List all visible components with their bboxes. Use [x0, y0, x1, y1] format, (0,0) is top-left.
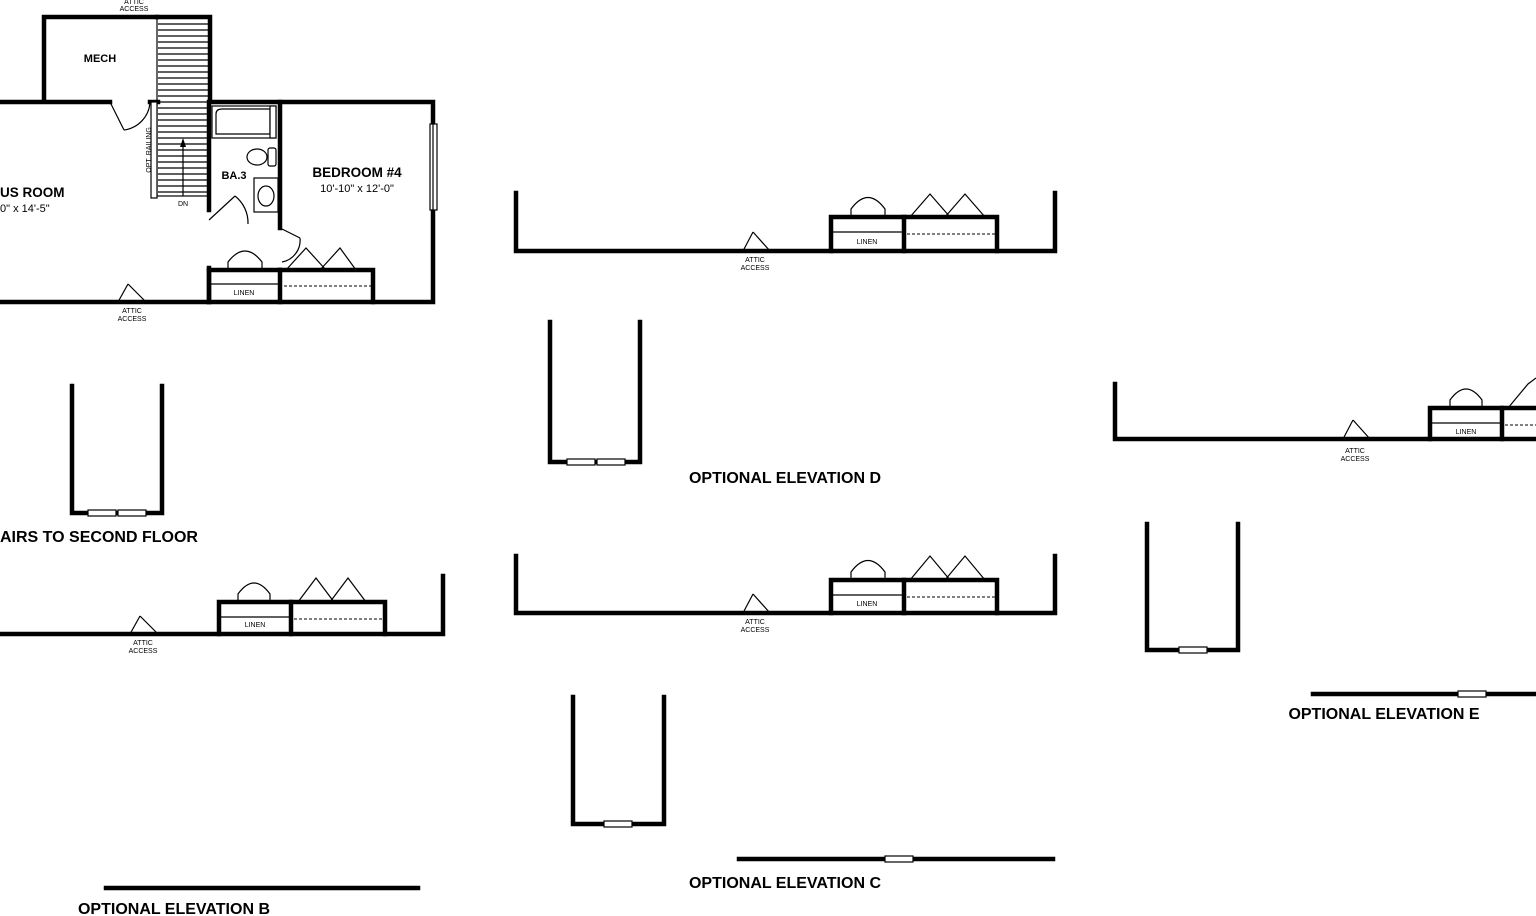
- linen-label: LINEN: [857, 239, 878, 246]
- main-floor-plan: [0, 14, 438, 305]
- stairs-title: AIRS TO SECOND FLOOR: [0, 529, 198, 546]
- toilet-icon: [246, 147, 277, 167]
- elevation-e-plan: [1112, 377, 1536, 698]
- attic-label: ATTIC: [133, 640, 153, 647]
- attic-access-icon: [129, 615, 159, 635]
- access-label: ACCESS: [118, 316, 147, 323]
- bathtub-icon: [211, 105, 277, 139]
- linen-label: LINEN: [234, 290, 255, 297]
- attic-label: ATTIC: [745, 257, 765, 264]
- labels: ATTIC ACCESS ATTIC ACCESS ATTIC ACCESS A…: [0, 0, 1480, 916]
- elevation-b-plan: [0, 573, 446, 891]
- bonus-room-dimensions: 0" x 14'-5": [0, 203, 50, 215]
- stair-icon: [150, 17, 210, 199]
- access-label: ACCESS: [120, 6, 149, 13]
- access-label: ACCESS: [741, 627, 770, 634]
- access-label: ACCESS: [129, 648, 158, 655]
- attic-access-icon: [742, 593, 771, 614]
- bedroom-label: BEDROOM #4: [312, 165, 402, 180]
- sink-icon: [253, 177, 279, 213]
- door-swing-icon: [109, 101, 151, 131]
- down-label: DN: [178, 201, 188, 208]
- attic-label: ATTIC: [1345, 448, 1365, 455]
- attic-access-icon: [742, 231, 771, 252]
- elevation-c-title: OPTIONAL ELEVATION C: [689, 875, 881, 892]
- attic-access-icon: [117, 283, 147, 303]
- door-swing-icon: [279, 227, 301, 263]
- window-icon: [429, 123, 438, 211]
- elevation-c-plan: [513, 553, 1058, 863]
- mech-label: MECH: [84, 53, 116, 65]
- stairs-second-floor-diagram: [69, 383, 165, 517]
- door-swing-icon: [208, 195, 249, 225]
- linen-label: LINEN: [245, 622, 266, 629]
- elevation-b-title: OPTIONAL ELEVATION B: [78, 901, 270, 916]
- attic-access-icon: [1342, 419, 1371, 440]
- attic-label: ATTIC: [124, 0, 144, 6]
- opt-railing-label: OPT. RAILING: [146, 127, 153, 173]
- linen-label: LINEN: [857, 601, 878, 608]
- access-label: ACCESS: [741, 265, 770, 272]
- elevation-e-title: OPTIONAL ELEVATION E: [1288, 706, 1479, 723]
- bonus-room-label: US ROOM: [0, 185, 65, 200]
- elevation-d-plan: [513, 190, 1058, 466]
- bedroom-dimensions: 10'-10" x 12'-0": [320, 183, 394, 195]
- bath-label: BA.3: [221, 170, 246, 182]
- linen-label: LINEN: [1456, 429, 1477, 436]
- elevation-d-title: OPTIONAL ELEVATION D: [689, 470, 881, 487]
- attic-label: ATTIC: [745, 619, 765, 626]
- attic-label: ATTIC: [122, 308, 142, 315]
- access-label: ACCESS: [1341, 456, 1370, 463]
